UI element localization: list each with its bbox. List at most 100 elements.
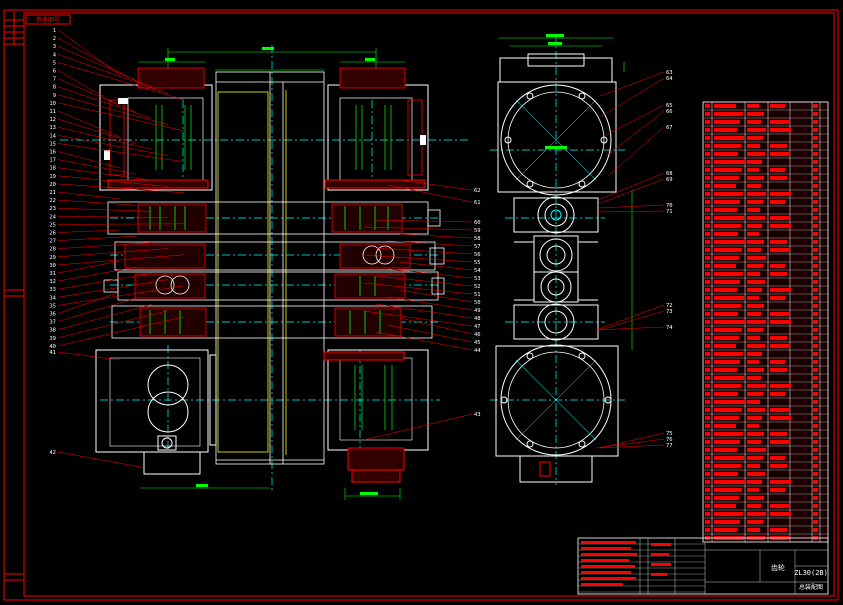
balloon-number: 50: [474, 300, 481, 306]
part-balloon: 47: [363, 310, 481, 330]
front-view: 1234567891011121314151617181920212223242…: [49, 28, 481, 500]
balloon-number: 15: [49, 141, 56, 147]
part-balloon: 44: [375, 331, 481, 354]
part-balloon: 53: [387, 268, 481, 282]
part-balloon: 29: [49, 248, 169, 261]
part-balloon: 25: [49, 222, 185, 228]
balloon-number: 55: [474, 260, 481, 266]
part-balloon: 34: [49, 279, 169, 301]
part-balloon: 12: [49, 117, 137, 144]
balloon-number: 11: [49, 109, 56, 115]
part-balloon: 70: [597, 203, 673, 209]
part-balloon: 66: [605, 109, 673, 157]
part-balloon: 77: [599, 443, 673, 449]
balloon-number: 26: [49, 231, 56, 237]
balloon-number: 74: [666, 325, 673, 331]
balloon-number: 59: [474, 228, 481, 234]
part-balloon: 51: [363, 282, 481, 298]
part-balloon: 3: [53, 44, 153, 88]
balloon-number: 4: [53, 52, 57, 58]
balloon-number: 77: [666, 443, 673, 449]
part-balloon: 48: [375, 303, 481, 322]
part-balloon: 9: [53, 93, 169, 125]
balloon-number: 43: [474, 412, 481, 418]
part-balloon: 71: [597, 209, 673, 215]
balloon-number: 53: [474, 276, 481, 282]
part-balloon: 67: [607, 125, 673, 177]
part-balloon: 74: [595, 325, 673, 331]
part-balloon: 60: [375, 219, 481, 226]
balloon-number: 54: [474, 268, 481, 274]
part-balloon: 76: [595, 437, 673, 449]
part-balloon: 20: [49, 182, 185, 194]
balloon-number: 69: [666, 177, 673, 183]
part-balloon: 62: [399, 179, 481, 194]
title-name-cell: 齿轮: [771, 563, 785, 572]
balloon-number: 8: [53, 85, 56, 91]
balloon-number: 52: [474, 284, 481, 290]
part-balloon: 27: [49, 235, 137, 245]
part-balloon: 56: [375, 247, 481, 258]
balloon-number: 5: [53, 60, 56, 66]
part-balloon: 17: [49, 158, 137, 175]
upper-left-housing: [99, 67, 213, 191]
balloon-number: 10: [49, 101, 56, 107]
part-balloon: 14: [49, 133, 169, 156]
balloon-number: 76: [666, 437, 673, 443]
balloon-number: 24: [49, 214, 56, 220]
lower-right-housing: [323, 349, 429, 483]
part-balloon: 26: [49, 229, 121, 237]
balloon-number: 40: [49, 344, 56, 350]
part-balloon: 8: [53, 85, 153, 119]
balloon-number: 46: [474, 332, 481, 338]
balloon-number: 47: [474, 324, 481, 330]
balloon-number: 34: [49, 295, 56, 301]
part-balloon: 68: [597, 171, 673, 201]
lower-left-gearbox: [95, 349, 217, 475]
part-balloon: 24: [49, 214, 169, 220]
balloon-number: 6: [53, 69, 56, 75]
balloon-number: 42: [49, 450, 56, 456]
balloon-number: 65: [666, 103, 673, 109]
part-balloon: 2: [53, 36, 137, 82]
balloon-number: 30: [49, 263, 56, 269]
balloon-number: 18: [49, 166, 56, 172]
title-block: 齿轮 ZL30(2B) 总装配图: [577, 537, 829, 595]
upper-right-housing: [324, 67, 429, 191]
balloon-number: 63: [666, 70, 673, 76]
part-balloon: 19: [49, 174, 169, 187]
balloon-number: 33: [49, 287, 56, 293]
balloon-number: 31: [49, 271, 56, 277]
balloon-number: 13: [49, 125, 56, 131]
parts-list-table: [702, 101, 829, 543]
balloon-number: 72: [666, 303, 673, 309]
part-balloon: 5: [53, 60, 185, 101]
balloon-number: 57: [474, 244, 481, 250]
balloon-number: 44: [474, 348, 481, 354]
balloon-number: 21: [49, 190, 56, 196]
upper-ring-outer: [500, 84, 612, 196]
part-balloon: 28: [49, 242, 153, 253]
gear-shaft-stack: [103, 201, 445, 339]
part-balloon: 23: [49, 206, 153, 212]
part-balloon: 61: [387, 184, 481, 206]
balloon-number: 35: [49, 303, 56, 309]
balloon-number: 32: [49, 279, 56, 285]
balloon-number: 73: [666, 309, 673, 315]
part-balloon: 52: [375, 275, 481, 290]
part-balloon: 16: [49, 150, 121, 169]
part-balloon: 10: [49, 101, 185, 132]
balloon-number: 14: [49, 133, 56, 139]
part-balloon: 40: [49, 316, 185, 350]
balloon-number: 56: [474, 252, 481, 258]
balloon-number: 75: [666, 431, 673, 437]
balloon-number: 58: [474, 236, 481, 242]
balloon-number: 38: [49, 328, 56, 334]
balloon-number: 71: [666, 209, 673, 215]
balloon-number: 62: [474, 188, 481, 194]
balloon-number: 45: [474, 340, 481, 346]
balloon-number: 48: [474, 316, 481, 322]
balloon-number: 7: [53, 77, 56, 83]
balloon-number: 16: [49, 150, 56, 156]
